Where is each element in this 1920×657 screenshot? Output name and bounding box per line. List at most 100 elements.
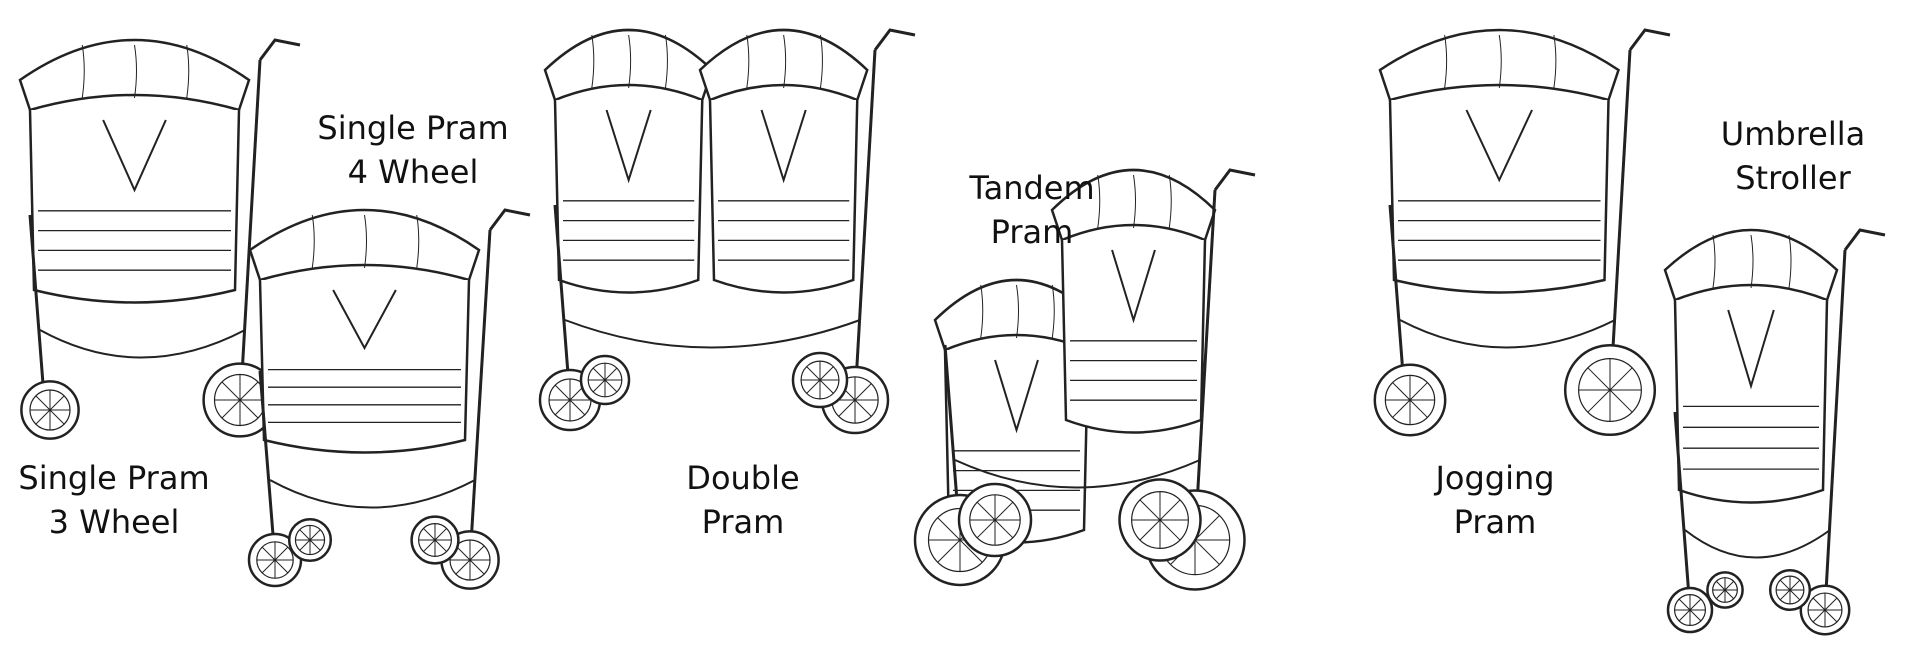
label-jogging-pram: Jogging Pram bbox=[1435, 456, 1554, 544]
canopy-seam bbox=[134, 44, 137, 99]
seat bbox=[28, 109, 241, 304]
wheel-spoke bbox=[455, 559, 471, 575]
label-line: Jogging bbox=[1435, 459, 1555, 497]
label-line: Double bbox=[686, 459, 800, 497]
label-line: Single Pram bbox=[18, 459, 210, 497]
harness bbox=[102, 119, 167, 193]
handlebar bbox=[488, 208, 531, 231]
frame-rear-leg bbox=[1823, 249, 1847, 611]
canopy bbox=[1663, 228, 1839, 302]
wheel-spoke bbox=[1678, 598, 1691, 611]
wheel-spoke bbox=[1724, 589, 1735, 600]
wheel-spoke bbox=[854, 383, 872, 401]
canopy-seam bbox=[186, 44, 190, 99]
harness bbox=[1727, 309, 1775, 390]
canopy-seam bbox=[628, 34, 632, 89]
wheel-spoke bbox=[1789, 579, 1801, 591]
seat bbox=[1673, 299, 1829, 504]
wheel-spoke bbox=[819, 366, 834, 381]
wheel-spoke bbox=[1409, 399, 1428, 418]
wheel-spoke bbox=[1724, 580, 1735, 591]
label-umbrella-stroller: Umbrella Stroller bbox=[1721, 112, 1865, 200]
canopy-seam bbox=[591, 34, 595, 89]
wheel-spoke bbox=[806, 379, 821, 394]
canopy-seam bbox=[1168, 174, 1172, 229]
label-line: Single Pram bbox=[317, 109, 509, 147]
wheel-spoke bbox=[1194, 515, 1220, 541]
harness bbox=[332, 289, 397, 351]
wheel-spoke bbox=[819, 379, 834, 394]
handlebar bbox=[1843, 228, 1886, 251]
label-line: 4 Wheel bbox=[347, 153, 479, 191]
canopy-seam bbox=[783, 34, 787, 89]
wheel-spoke bbox=[1159, 519, 1181, 541]
label-double-pram: Double Pram bbox=[686, 456, 799, 544]
wheel-spoke bbox=[434, 539, 447, 552]
canopy-seam bbox=[1750, 234, 1754, 289]
label-line: Stroller bbox=[1735, 159, 1851, 197]
seat bbox=[1060, 239, 1207, 434]
stroller-single-pram-3-wheel bbox=[18, 38, 301, 440]
wheel-spoke bbox=[221, 399, 241, 419]
canopy bbox=[698, 28, 869, 102]
wheel-spoke bbox=[937, 539, 961, 563]
handlebar bbox=[1628, 28, 1671, 51]
frame-front-leg bbox=[28, 214, 47, 411]
wheel-spoke bbox=[1689, 609, 1702, 622]
wheel-spoke bbox=[423, 539, 436, 552]
harness bbox=[605, 109, 652, 184]
wheel-spoke bbox=[469, 545, 485, 561]
wheel-spoke bbox=[35, 409, 51, 425]
label-line: Pram bbox=[1453, 503, 1537, 541]
stroller-tandem-pram bbox=[913, 168, 1256, 591]
wheel-spoke bbox=[1139, 519, 1161, 541]
harness bbox=[760, 109, 807, 184]
frame-rear-leg bbox=[468, 229, 492, 561]
wheel-spoke bbox=[274, 546, 289, 561]
canopy-seam bbox=[1051, 284, 1055, 339]
wheel-spoke bbox=[1392, 382, 1411, 401]
canopy-seam bbox=[1133, 174, 1136, 229]
wheel-spoke bbox=[592, 367, 606, 381]
seat bbox=[258, 279, 471, 454]
wheel-spoke bbox=[1715, 589, 1726, 600]
wheel-spoke bbox=[592, 379, 606, 393]
wheel-spoke bbox=[1779, 579, 1791, 591]
canopy bbox=[18, 38, 251, 112]
basket bbox=[269, 479, 476, 509]
basket bbox=[39, 329, 246, 359]
canopy-seam bbox=[81, 44, 85, 99]
stroller-single-pram-4-wheel bbox=[247, 208, 531, 590]
frame-rear-leg bbox=[1608, 49, 1632, 401]
wheel-spoke bbox=[309, 539, 321, 551]
wheel-spoke bbox=[1392, 399, 1411, 418]
label-line: 3 Wheel bbox=[48, 503, 180, 541]
wheel-spoke bbox=[299, 539, 311, 551]
wheel-spoke bbox=[299, 529, 311, 541]
frame-front-leg bbox=[1673, 411, 1692, 611]
harness bbox=[1465, 109, 1533, 183]
seat bbox=[553, 99, 704, 294]
canopy-seam bbox=[416, 214, 420, 269]
wheel-spoke bbox=[554, 399, 571, 416]
label-single-pram-3-wheel: Single Pram 3 Wheel bbox=[18, 456, 209, 544]
canopy-seam bbox=[664, 34, 668, 89]
label-line: Tandem bbox=[969, 169, 1095, 207]
wheel-spoke bbox=[1194, 539, 1220, 565]
wheel-spoke bbox=[569, 399, 586, 416]
wheel-spoke bbox=[604, 367, 618, 381]
wheel-spoke bbox=[1609, 389, 1633, 413]
wheel-spoke bbox=[976, 519, 996, 539]
wheel-spoke bbox=[994, 519, 1014, 539]
canopy-seam bbox=[1788, 234, 1792, 289]
wheel-spoke bbox=[423, 528, 436, 541]
frame-rear-leg bbox=[1193, 189, 1217, 541]
frame-rear-leg bbox=[238, 59, 262, 411]
basket bbox=[954, 459, 1201, 489]
basket bbox=[1684, 529, 1831, 559]
canopy-seam bbox=[311, 214, 315, 269]
wheel-spoke bbox=[1715, 580, 1726, 591]
canopy-seam bbox=[1444, 34, 1448, 89]
canopy-seam bbox=[1016, 284, 1019, 339]
